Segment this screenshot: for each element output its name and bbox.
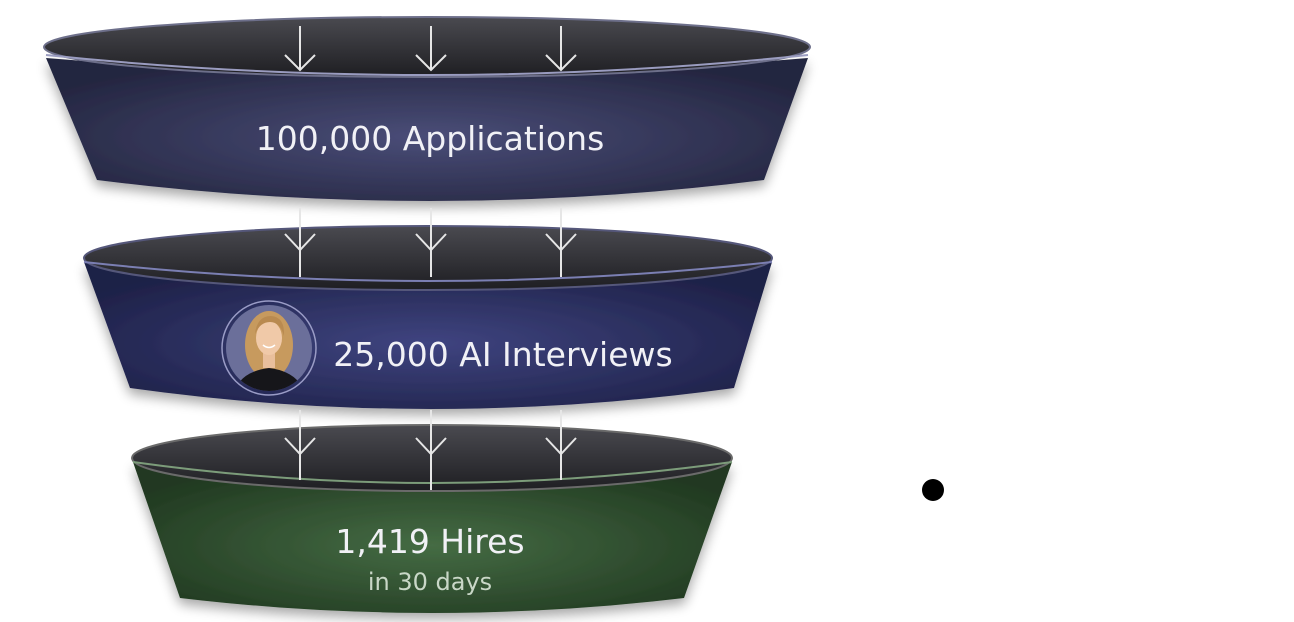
stage-rim-highlight-applications [45, 54, 809, 76]
avatar [221, 300, 317, 396]
arrow-down-icon [545, 26, 577, 72]
stage-label-applications: 100,000 Applications [256, 119, 605, 158]
stage-rim-highlight-hires [132, 461, 733, 484]
stage-body-hires [133, 462, 732, 613]
stage-rim-interviews [83, 225, 773, 291]
stage-sublabel-hires: in 30 days [368, 568, 492, 596]
arrow-down-icon [415, 410, 447, 490]
person-portrait-icon [226, 305, 312, 391]
stage-rim-highlight-interviews [83, 261, 773, 282]
arrow-down-icon [284, 410, 316, 480]
flow-arrows [284, 26, 577, 490]
arrow-down-icon [545, 208, 577, 277]
arrow-down-icon [545, 410, 577, 480]
arrow-down-icon [284, 26, 316, 72]
stage-body-applications [46, 58, 808, 201]
funnel-stage-applications: 100,000 Applications [43, 16, 811, 201]
stage-rim-applications [43, 16, 811, 78]
arrow-down-icon [415, 208, 447, 277]
funnel-stage-interviews: 25,000 AI Interviews [83, 225, 773, 409]
decorative-dot [922, 479, 944, 501]
stage-label-hires: 1,419 Hires [335, 522, 524, 561]
stage-label-interviews: 25,000 AI Interviews [333, 335, 672, 374]
arrow-down-icon [284, 208, 316, 277]
arrow-down-icon [415, 26, 447, 72]
